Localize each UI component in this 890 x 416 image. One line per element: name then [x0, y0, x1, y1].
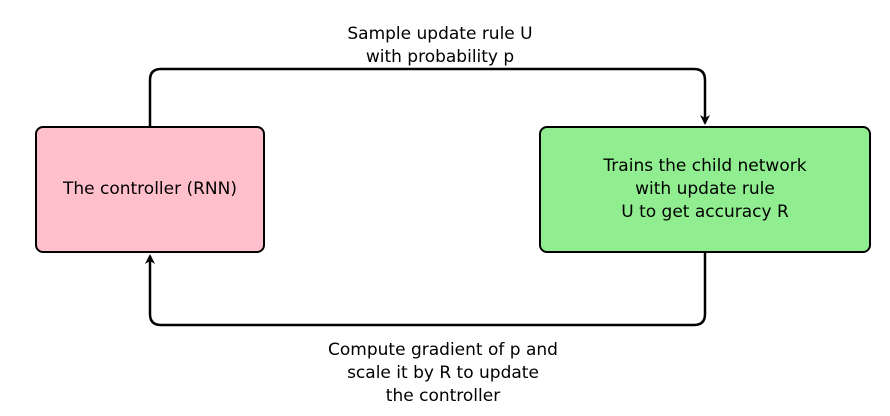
- feedback-edge-label: Compute gradient of p and scale it by R …: [268, 339, 618, 408]
- child-network-line-2: with update rule: [635, 179, 775, 199]
- sample-label-line-1: Sample update rule U: [347, 24, 533, 44]
- controller-line-1: The controller (RNN): [62, 179, 238, 199]
- child-network-line-3: U to get accuracy R: [621, 202, 789, 222]
- controller-node-text: The controller (RNN): [63, 178, 237, 201]
- sample-label-line-2: with probability p: [365, 47, 515, 67]
- sample-edge-label: Sample update rule U with probability p: [290, 23, 590, 69]
- feedback-arrow: [145, 253, 707, 327]
- feedback-label-line-3: the controller: [385, 386, 501, 406]
- child-network-line-1: Trains the child network: [603, 156, 807, 176]
- controller-node: The controller (RNN): [35, 126, 265, 253]
- child-network-node: Trains the child network with update rul…: [539, 126, 871, 253]
- feedback-label-line-1: Compute gradient of p and: [328, 340, 558, 360]
- child-network-node-text: Trains the child network with update rul…: [603, 155, 806, 224]
- feedback-label-line-2: scale it by R to update: [347, 363, 539, 383]
- sample-arrow: [148, 67, 710, 126]
